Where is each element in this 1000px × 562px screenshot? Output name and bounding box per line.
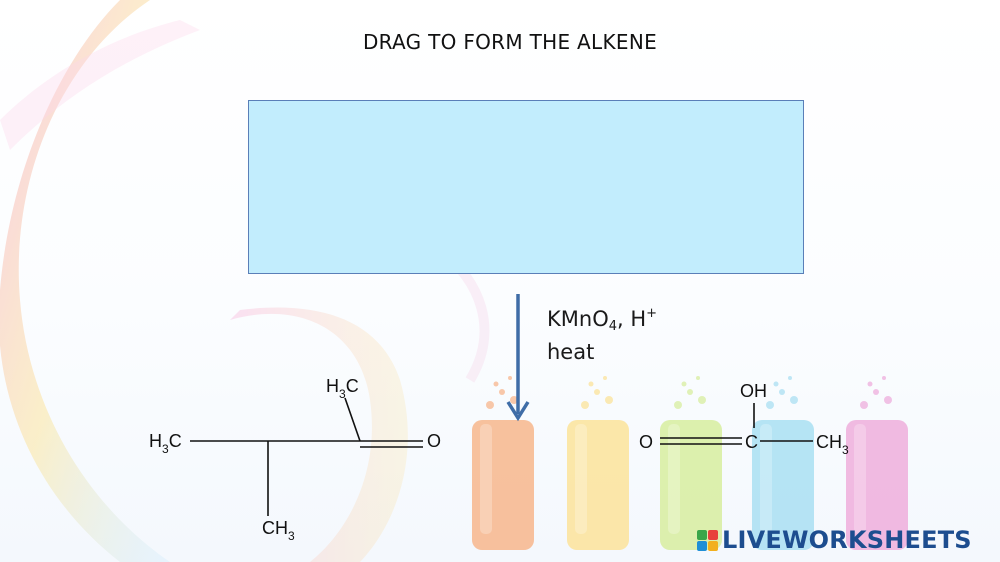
bubble xyxy=(779,389,785,395)
tube-highlight xyxy=(668,424,680,534)
tube-highlight xyxy=(480,424,492,534)
bubble xyxy=(788,376,792,380)
ketone-oxygen-label: O xyxy=(427,431,441,451)
bubble xyxy=(605,396,613,404)
worksheet-instruction: DRAG TO FORM THE ALKENE xyxy=(362,30,658,54)
bubble xyxy=(581,401,589,409)
logo-tile xyxy=(708,529,718,540)
bottom-methyl-label: CH3 xyxy=(262,518,295,543)
decorative-swirl xyxy=(230,307,408,562)
bubble xyxy=(588,381,594,387)
test-tube xyxy=(752,420,814,550)
top-methyl-label: H3C xyxy=(326,376,359,401)
test-tubes-decoration xyxy=(472,376,908,550)
reagent-name: KMnO xyxy=(547,307,609,331)
bubble xyxy=(594,389,600,395)
bubble xyxy=(860,401,868,409)
logo-tile xyxy=(697,540,707,551)
acid-methyl-label: CH3 xyxy=(816,432,849,457)
decorative-swirl xyxy=(0,20,200,150)
decorative-swirl xyxy=(0,0,170,562)
liveworksheets-logo-icon xyxy=(697,529,718,551)
bubble xyxy=(698,396,706,404)
logo-tile xyxy=(697,529,707,540)
bubble xyxy=(499,389,505,395)
test-tube xyxy=(472,420,534,550)
bubble xyxy=(674,401,682,409)
brand-name: LIVEWORKSHEETS xyxy=(722,526,972,554)
bond-top xyxy=(344,397,361,442)
test-tube xyxy=(660,420,722,550)
condition-line: heat xyxy=(547,340,595,364)
ketone-structure: H3C H3C O CH3 xyxy=(149,376,441,543)
reaction-arrow xyxy=(506,294,530,422)
hydroxyl-label: OH xyxy=(740,381,767,401)
bubble xyxy=(882,376,886,380)
tube-highlight xyxy=(760,424,772,534)
reagent-separator: , H xyxy=(617,307,647,331)
bubble xyxy=(508,376,512,380)
bubble xyxy=(603,376,607,380)
liveworksheets-brand[interactable]: LIVEWORKSHEETS xyxy=(697,526,972,554)
bubble xyxy=(790,396,798,404)
bubble xyxy=(486,401,494,409)
acid-oxygen-label: O xyxy=(639,432,653,452)
bubble xyxy=(884,396,892,404)
test-tube xyxy=(846,420,908,550)
logo-tile xyxy=(708,540,718,551)
answer-drop-zone[interactable] xyxy=(248,100,804,274)
bubble xyxy=(510,396,518,404)
bubble xyxy=(493,381,499,387)
bubble xyxy=(681,381,687,387)
bubble xyxy=(696,376,700,380)
bubble xyxy=(766,401,774,409)
bubble xyxy=(873,389,879,395)
bubble xyxy=(687,389,693,395)
tube-highlight xyxy=(854,424,866,534)
acid-charge: + xyxy=(646,306,658,321)
reaction-conditions: KMnO4, H+ heat xyxy=(547,303,657,369)
reagent-line: KMnO4, H+ xyxy=(547,303,657,336)
bubble xyxy=(867,381,873,387)
reagent-subscript: 4 xyxy=(608,319,618,334)
tube-highlight xyxy=(575,424,587,534)
acid-carbon-label: C xyxy=(745,432,758,452)
carboxylic-acid-structure: OH O C CH3 xyxy=(639,381,849,457)
left-methyl-label: H3C xyxy=(149,431,182,456)
bubble xyxy=(773,381,779,387)
test-tube xyxy=(567,420,629,550)
